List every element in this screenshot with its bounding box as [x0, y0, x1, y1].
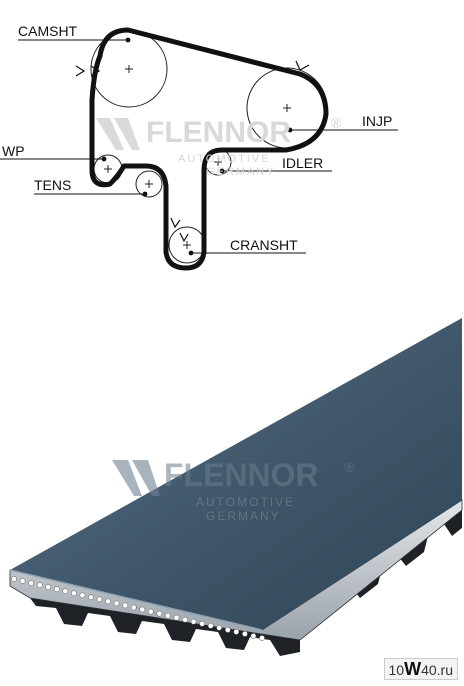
cord-dot — [88, 594, 94, 601]
cord-dot — [242, 631, 248, 637]
belt-cord-dots — [11, 576, 265, 641]
belt-watermark-registered: ® — [344, 459, 355, 475]
cord-dot — [190, 618, 197, 625]
belt-teeth — [30, 510, 462, 656]
cord-dot — [28, 580, 34, 586]
cord-dot — [233, 629, 240, 635]
cord-dot — [79, 592, 86, 599]
cord-dot — [19, 578, 26, 584]
cord-dot — [259, 635, 265, 641]
cord-dot — [36, 582, 43, 588]
cord-dot — [207, 622, 214, 629]
cord-dot — [71, 590, 77, 597]
belt-top-face — [10, 318, 462, 630]
label-camshaft: CAMSHT — [18, 23, 78, 39]
cord-dot — [165, 612, 171, 619]
cord-dot — [62, 588, 69, 595]
site-badge-suffix: 40.ru — [421, 662, 453, 678]
timing-belt-illustration: FLENNOR ® AUTOMOTIVE GERMANY — [9, 318, 463, 656]
label-tensioner: TENS — [34, 177, 71, 193]
cord-dot — [250, 633, 257, 639]
cord-dot — [147, 608, 154, 615]
cord-dot — [105, 598, 111, 605]
cord-dot — [113, 600, 120, 607]
cord-dot — [122, 602, 129, 609]
watermark-line2: GERMANY — [206, 166, 276, 178]
belt-routing-diagram: CAMSHT INJP WP IDLER TENS CRANSHT FLENNO… — [0, 23, 398, 271]
watermark-line1: AUTOMOTIVE — [178, 153, 271, 165]
cord-dot — [45, 584, 52, 590]
cord-dot — [199, 620, 205, 627]
belt-front-highlight — [9, 569, 263, 631]
site-badge: 10W40.ru — [383, 658, 458, 680]
leader-dots — [101, 37, 293, 256]
belt-watermark-brand: FLENNOR — [164, 457, 319, 493]
site-badge-prefix: 10 — [388, 662, 405, 678]
belt-watermark-line1: AUTOMOTIVE — [196, 495, 295, 509]
diagram-watermark: FLENNOR ® AUTOMOTIVE GERMANY — [96, 115, 342, 178]
label-injection-pump: INJP — [362, 113, 392, 129]
label-water-pump: WP — [2, 143, 25, 159]
watermark-brand: FLENNOR — [146, 116, 291, 149]
brand-logo-mark-belt — [112, 460, 160, 496]
cord-dot — [216, 624, 223, 631]
site-badge-big: W — [404, 659, 422, 679]
cord-dot — [156, 610, 163, 617]
leader-lines — [0, 39, 398, 254]
belt-watermark: FLENNOR ® AUTOMOTIVE GERMANY — [112, 457, 355, 523]
cord-dot — [224, 627, 231, 633]
cord-dot — [11, 576, 17, 582]
pulley-center-marks — [104, 65, 291, 249]
watermark-registered: ® — [331, 115, 342, 131]
cord-dot — [173, 614, 180, 621]
rotation-arrow-marks — [75, 60, 310, 243]
cord-dot — [139, 606, 146, 613]
brand-logo-mark — [96, 118, 140, 150]
cord-dot — [96, 596, 103, 603]
cord-dot — [182, 616, 188, 623]
label-idler: IDLER — [282, 155, 323, 171]
timing-belt-path — [89, 27, 329, 271]
label-crankshaft: CRANSHT — [230, 237, 298, 253]
cord-dot — [130, 604, 137, 611]
belt-watermark-line2: GERMANY — [206, 509, 281, 523]
cord-dot — [53, 586, 60, 593]
